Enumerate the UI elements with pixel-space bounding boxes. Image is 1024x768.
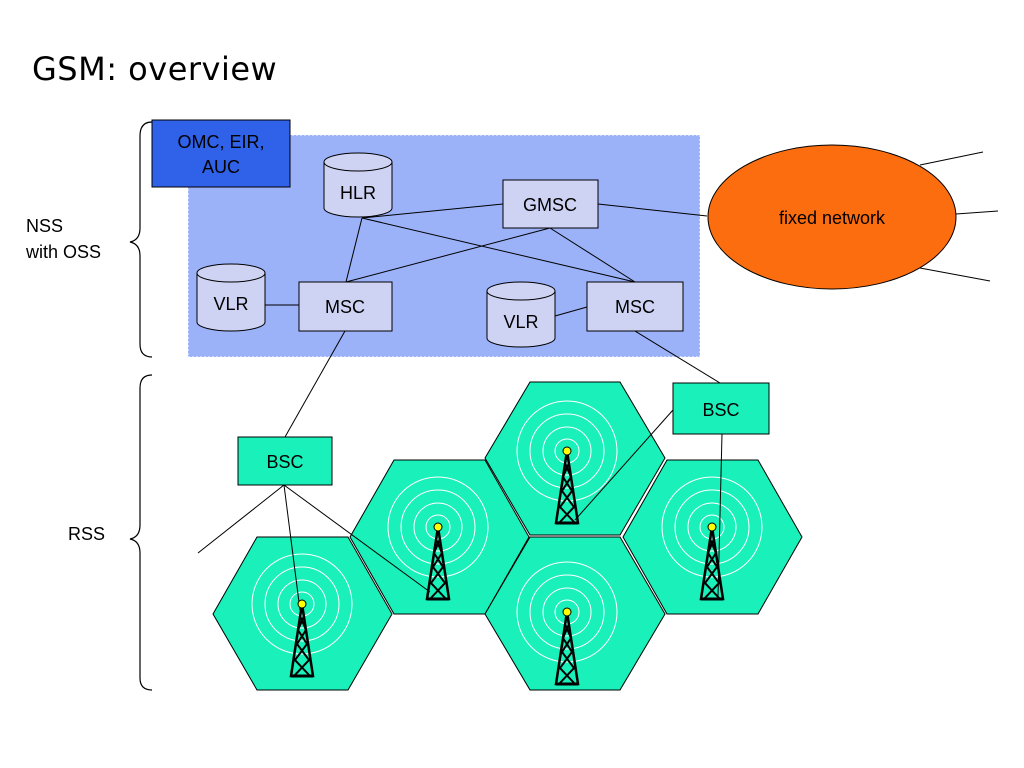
fixed-network-ellipse <box>707 144 957 290</box>
vlr-right-label: VLR <box>503 312 538 332</box>
vlr-right-database <box>486 281 556 348</box>
msc-left-label: MSC <box>325 297 365 317</box>
msc-right-label: MSC <box>615 297 655 317</box>
vlr-left-database <box>196 263 266 332</box>
vlr-left-label: VLR <box>213 294 248 314</box>
gmsc-label: GMSC <box>523 195 577 215</box>
page-title: GSM: overview <box>32 50 278 88</box>
msc-left-box <box>298 281 393 332</box>
hlr-database <box>323 152 393 218</box>
bsc-left-label: BSC <box>266 452 303 472</box>
cell-top-center <box>484 381 666 536</box>
bsc-right-label: BSC <box>702 400 739 420</box>
omc-label-line2: AUC <box>202 157 240 177</box>
msc-right-box <box>586 281 684 332</box>
fixed-network-label: fixed network <box>779 208 886 228</box>
gmsc-box <box>502 179 599 229</box>
nss-label-line1: NSS <box>26 216 63 236</box>
omc-label-line1: OMC, EIR, <box>177 132 264 152</box>
bsc-right-box <box>672 382 770 435</box>
cell-bottom-center <box>484 536 666 691</box>
hlr-label: HLR <box>340 183 376 203</box>
rss-links <box>197 330 723 611</box>
nss-label-line2: with OSS <box>25 242 101 262</box>
bsc-left-box <box>237 436 333 486</box>
omc-eir-auc-box <box>151 119 291 188</box>
nss-links <box>264 151 999 317</box>
nss-brace <box>129 121 153 358</box>
rss-brace <box>129 374 153 691</box>
rss-label: RSS <box>68 524 105 544</box>
